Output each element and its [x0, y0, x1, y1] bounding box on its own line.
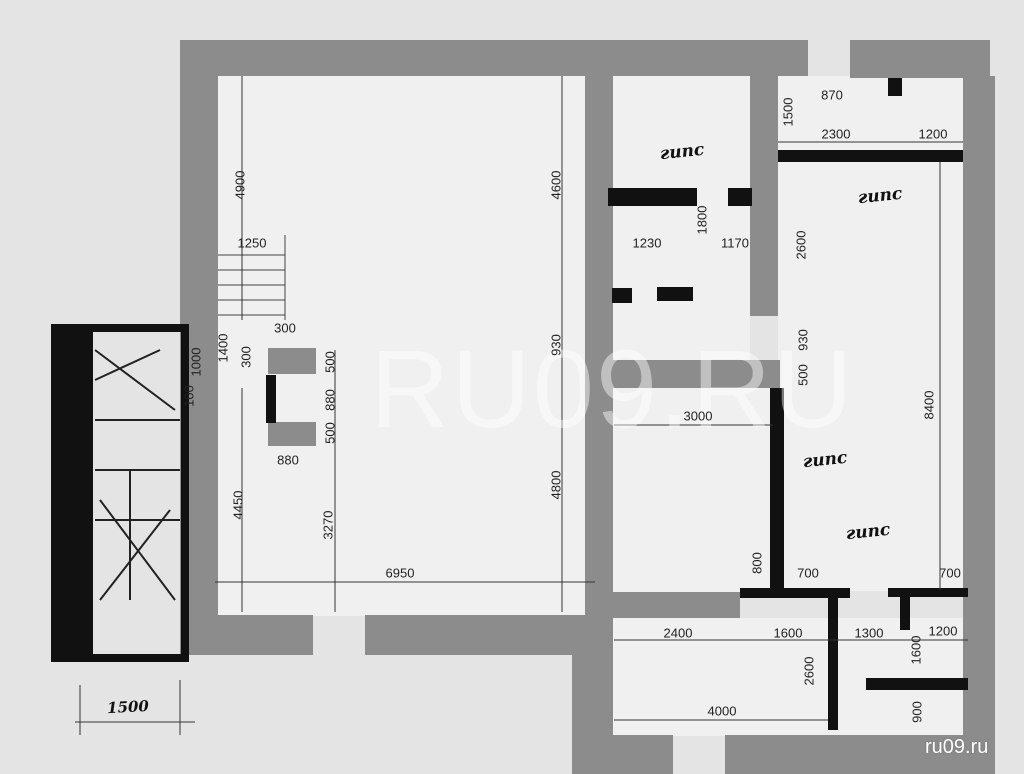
dim-label: 1200 — [918, 126, 948, 142]
dim-label: 700 — [939, 565, 961, 581]
dim-label: 3270 — [320, 510, 336, 540]
dim-label: 500 — [795, 364, 811, 386]
stairs — [218, 235, 286, 320]
site-watermark: ru09.ru — [925, 736, 989, 758]
dim-label: 1200 — [928, 623, 958, 639]
dim-label: 880 — [277, 452, 299, 468]
dim-label: 2600 — [801, 656, 817, 686]
dim-label: 4600 — [548, 170, 564, 200]
dim-label: 1600 — [773, 625, 803, 641]
dim-label: 880 — [322, 389, 338, 411]
dim-label: 870 — [821, 87, 843, 103]
new-partitions — [266, 78, 968, 730]
dim-label: 700 — [797, 565, 819, 581]
dim-label: 8400 — [921, 390, 937, 420]
porch-width-label: 1500 — [106, 696, 150, 718]
dim-label: 4800 — [548, 470, 564, 500]
dim-label: 1230 — [632, 235, 662, 251]
dim-label: 1000 — [188, 347, 204, 377]
dim-label: 1170 — [721, 235, 749, 251]
dim-label: 1400 — [215, 333, 231, 363]
dim-label: 930 — [548, 334, 564, 356]
dim-label: 500 — [322, 351, 338, 373]
watermark: RU09.RU — [370, 328, 855, 451]
dim-label: 1800 — [694, 205, 710, 235]
dim-label: 800 — [749, 552, 765, 574]
dim-label: 900 — [909, 701, 925, 723]
dim-label: 1600 — [908, 635, 924, 665]
dim-label: 2600 — [793, 230, 809, 260]
dim-label: 4900 — [232, 170, 248, 200]
dim-label: 4450 — [230, 490, 246, 520]
dimension-lines — [75, 76, 968, 735]
floor-areas — [218, 76, 963, 736]
dim-label: 300 — [274, 320, 296, 336]
dim-label: 100 — [181, 385, 197, 407]
dim-label: 1250 — [237, 235, 267, 251]
porch — [51, 324, 189, 662]
dim-label: 500 — [322, 422, 338, 444]
dim-label: 2400 — [663, 625, 693, 641]
dim-label: 1300 — [854, 625, 884, 641]
dim-label: 6950 — [385, 565, 415, 581]
dim-label: 3000 — [683, 408, 713, 424]
dim-label: 4000 — [707, 703, 737, 719]
dim-label: 1500 — [780, 97, 796, 127]
dim-label: 930 — [795, 329, 811, 351]
dim-label: 2300 — [821, 126, 851, 142]
dim-label: 300 — [238, 346, 254, 368]
